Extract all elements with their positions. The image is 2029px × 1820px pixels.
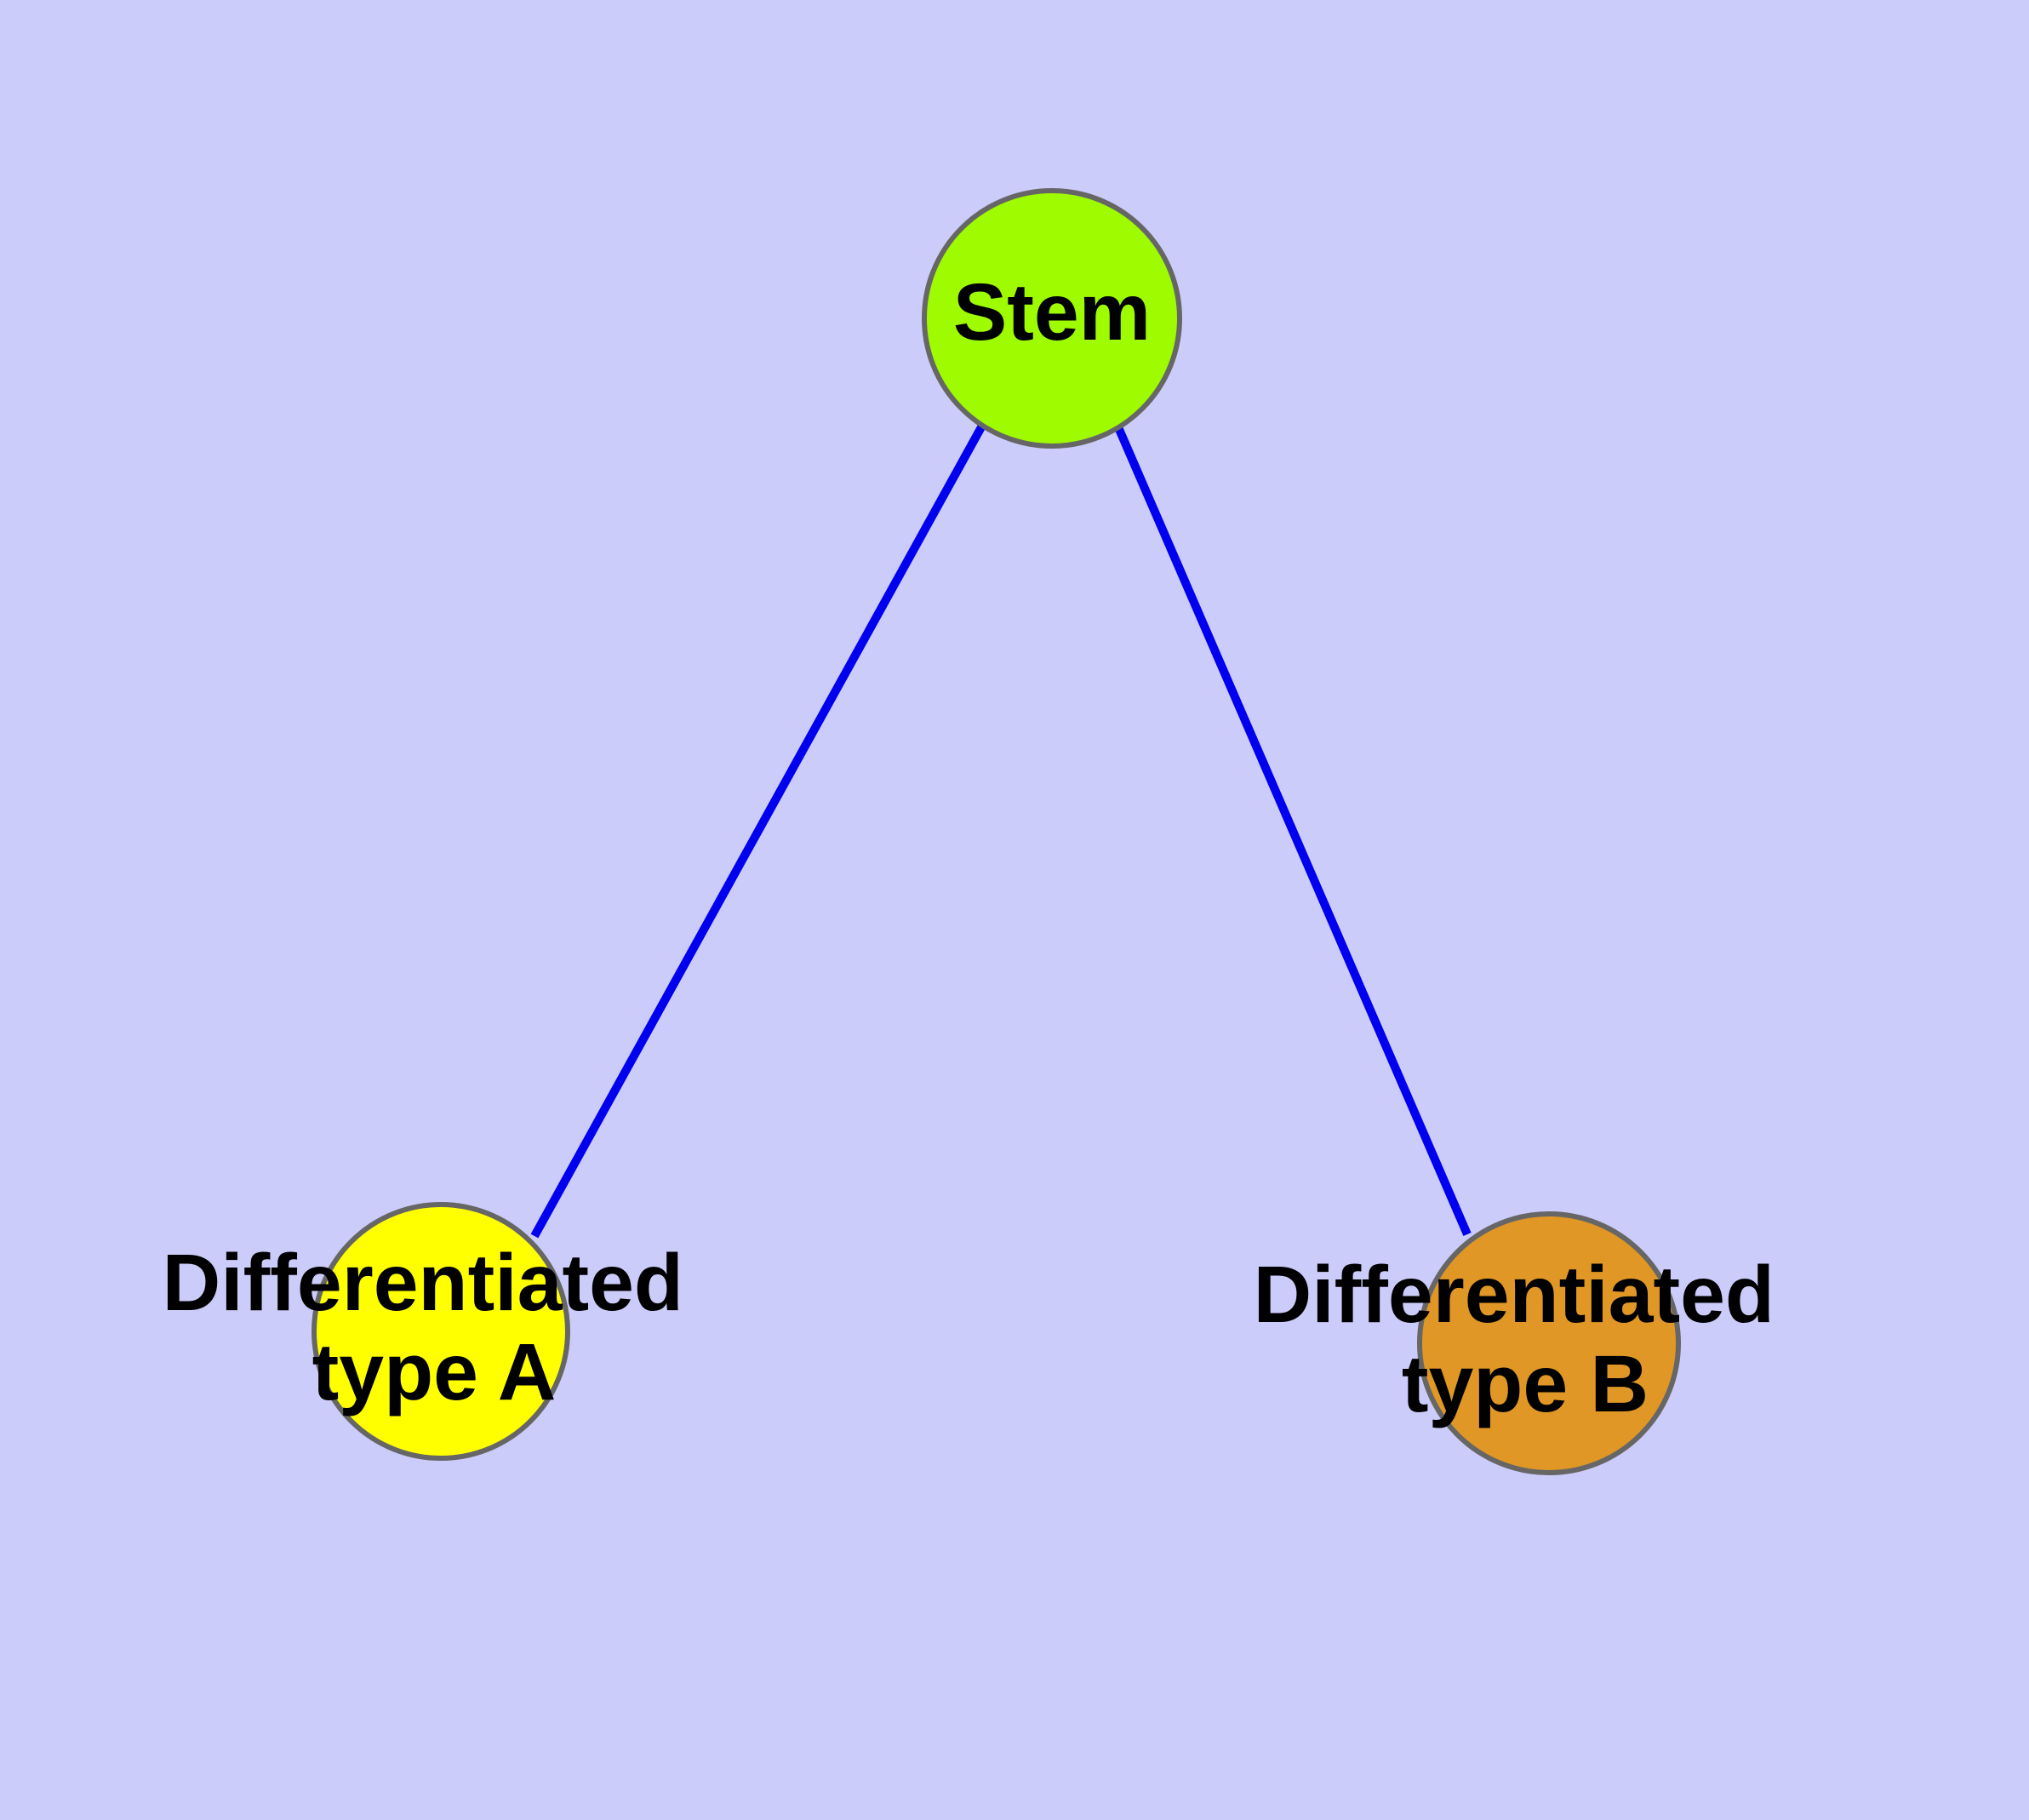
node-diff-a-circle[interactable] (311, 1202, 570, 1461)
edge-stem-to-diff-b[interactable] (1114, 426, 1472, 1236)
node-stem-label-line-1: Stem (953, 267, 1151, 358)
node-diff-a-label-line-2: type A (312, 1327, 557, 1417)
node-diff-b[interactable] (1417, 1211, 1681, 1475)
node-stem-circle[interactable] (922, 188, 1182, 449)
node-diff-b-label: Differentiated type B (1254, 1250, 1798, 1429)
node-diff-b-circle[interactable] (1417, 1211, 1681, 1475)
node-diff-a[interactable] (311, 1202, 570, 1461)
node-diff-a-label-line-1: Differentiated (163, 1238, 683, 1328)
edge-stem-to-diff-a[interactable] (530, 423, 986, 1239)
node-stem[interactable] (922, 188, 1182, 449)
node-diff-b-label-line-1: Differentiated (1254, 1250, 1775, 1340)
edges-layer (530, 423, 1472, 1239)
nodes-layer (311, 188, 1681, 1475)
labels-layer: Stem Differentiated type A Differentiate… (163, 267, 1798, 1429)
node-diff-b-label-line-2: type B (1402, 1339, 1649, 1429)
node-stem-label: Stem (953, 267, 1151, 358)
node-diff-a-label: Differentiated type A (163, 1238, 706, 1417)
